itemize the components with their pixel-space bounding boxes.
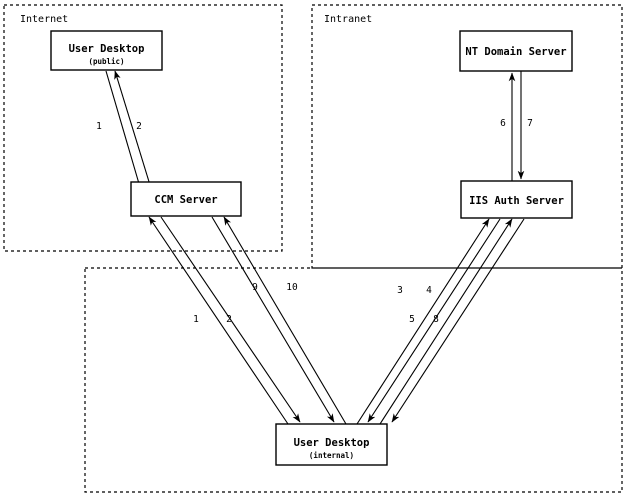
nt-domain-server-box[interactable] [459, 30, 573, 72]
node-user-desktop-public[interactable]: User Desktop (public) [50, 30, 163, 71]
zone-internet-label: Internet [20, 14, 68, 25]
node-iis-auth-server[interactable]: IIS Auth Server [460, 180, 573, 219]
zone-intranet-group: Intranet [311, 4, 623, 269]
flow-6-label: 6 [500, 118, 506, 129]
flow-4-label: 4 [426, 285, 432, 296]
user-desktop-internal-box[interactable] [275, 423, 388, 466]
flow-8-label: 8 [433, 314, 439, 325]
zone-internet-group: Internet [3, 4, 283, 252]
flow-10-label: 10 [286, 282, 298, 293]
flow-7-label: 7 [527, 118, 533, 129]
zone-intranet-label: Intranet [324, 14, 372, 25]
flow-10-line [223, 216, 347, 425]
ccm-server-box[interactable] [130, 181, 242, 217]
flow-2-internal-line [160, 216, 301, 423]
iis-auth-server-box[interactable] [460, 180, 573, 219]
flow-4-line [367, 218, 501, 423]
flow-1-internal-label: 1 [193, 314, 199, 325]
user-desktop-public-title: User Desktop [69, 43, 145, 55]
zone-internal-group [84, 267, 623, 493]
flow-9-line [211, 216, 335, 423]
user-desktop-internal-subtitle: (internal) [309, 451, 354, 460]
user-desktop-public-box[interactable] [50, 30, 163, 71]
zone-intranet-boundary [311, 4, 623, 269]
zone-internal-boundary [84, 267, 623, 493]
ccm-server-title: CCM Server [154, 194, 217, 206]
node-nt-domain-server[interactable]: NT Domain Server [459, 30, 573, 72]
node-ccm-server[interactable]: CCM Server [130, 181, 242, 217]
node-user-desktop-internal[interactable]: User Desktop (internal) [275, 423, 388, 466]
zone-internet-boundary [3, 4, 283, 252]
iis-auth-server-title: IIS Auth Server [469, 195, 564, 207]
flow-1-internal-line [148, 216, 289, 425]
flow-1-public-label: 1 [96, 121, 102, 132]
flow-3-label: 3 [397, 285, 403, 296]
flow-2-internal-label: 2 [226, 314, 232, 325]
flow-2-public-label: 2 [136, 121, 142, 132]
flow-5-label: 5 [409, 314, 415, 325]
nt-domain-server-title: NT Domain Server [465, 46, 566, 58]
flow-9-label: 9 [252, 282, 258, 293]
user-desktop-internal-title: User Desktop [294, 437, 370, 449]
user-desktop-public-subtitle: (public) [88, 57, 124, 66]
flow-3-line [356, 218, 490, 425]
flow-8-line [391, 218, 525, 423]
flow-5-line [379, 218, 513, 425]
